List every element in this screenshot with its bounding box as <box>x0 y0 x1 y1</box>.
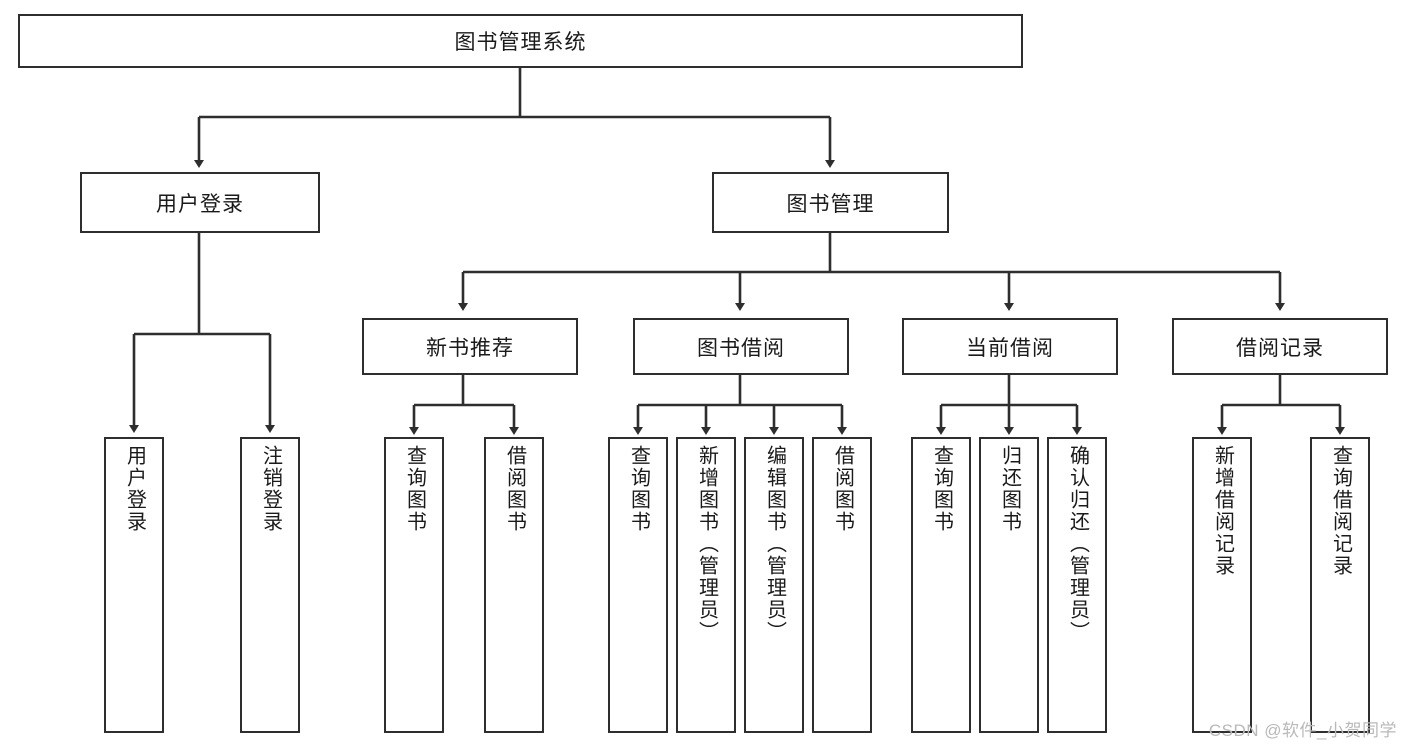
leaf-user-login-2[interactable]: 注销登录 <box>240 437 300 733</box>
leaf-new-book-2[interactable]: 借阅图书 <box>484 437 544 733</box>
node-current-borrow-label: 当前借阅 <box>966 336 1054 360</box>
leaf-current-borrow-1-label: 查询图书 <box>930 445 953 533</box>
node-book-manage-label: 图书管理 <box>786 192 875 216</box>
leaf-book-borrow-2-label: 新增图书（管理员） <box>695 445 718 643</box>
leaf-book-borrow-3[interactable]: 编辑图书（管理员） <box>744 437 804 733</box>
leaf-new-book-2-label: 借阅图书 <box>503 445 526 533</box>
leaf-current-borrow-3[interactable]: 确认归还（管理员） <box>1047 437 1107 733</box>
leaf-current-borrow-2[interactable]: 归还图书 <box>979 437 1039 733</box>
node-root[interactable]: 图书管理系统 <box>18 14 1023 68</box>
leaf-borrow-record-2-label: 查询借阅记录 <box>1329 445 1352 577</box>
node-user-login-label: 用户登录 <box>156 192 244 216</box>
leaf-book-borrow-2[interactable]: 新增图书（管理员） <box>676 437 736 733</box>
leaf-current-borrow-3-label: 确认归还（管理员） <box>1066 445 1089 643</box>
node-current-borrow[interactable]: 当前借阅 <box>902 318 1118 375</box>
leaf-book-borrow-3-label: 编辑图书（管理员） <box>763 445 786 643</box>
node-borrow-record[interactable]: 借阅记录 <box>1172 318 1388 375</box>
node-book-manage[interactable]: 图书管理 <box>712 172 949 233</box>
leaf-user-login-1[interactable]: 用户登录 <box>104 437 164 733</box>
leaf-book-borrow-1-label: 查询图书 <box>627 445 650 533</box>
leaf-borrow-record-2[interactable]: 查询借阅记录 <box>1310 437 1370 733</box>
node-root-label: 图书管理系统 <box>454 31 587 54</box>
leaf-new-book-1-label: 查询图书 <box>403 445 426 533</box>
watermark-text: CSDN @软件_小贺同学 <box>1208 721 1397 740</box>
node-borrow-record-label: 借阅记录 <box>1236 336 1324 360</box>
node-new-book-recommend[interactable]: 新书推荐 <box>362 318 578 375</box>
leaf-borrow-record-1-label: 新增借阅记录 <box>1211 445 1234 577</box>
node-new-book-recommend-label: 新书推荐 <box>426 336 514 360</box>
leaf-book-borrow-4[interactable]: 借阅图书 <box>812 437 872 733</box>
leaf-current-borrow-2-label: 归还图书 <box>998 445 1021 533</box>
leaf-book-borrow-4-label: 借阅图书 <box>831 445 854 533</box>
node-book-borrow[interactable]: 图书借阅 <box>633 318 849 375</box>
leaf-borrow-record-1[interactable]: 新增借阅记录 <box>1192 437 1252 733</box>
leaf-user-login-2-label: 注销登录 <box>259 445 282 533</box>
leaf-user-login-1-label: 用户登录 <box>123 445 146 533</box>
leaf-current-borrow-1[interactable]: 查询图书 <box>911 437 971 733</box>
leaf-book-borrow-1[interactable]: 查询图书 <box>608 437 668 733</box>
node-book-borrow-label: 图书借阅 <box>697 336 785 360</box>
node-user-login[interactable]: 用户登录 <box>80 172 320 233</box>
leaf-new-book-1[interactable]: 查询图书 <box>384 437 444 733</box>
